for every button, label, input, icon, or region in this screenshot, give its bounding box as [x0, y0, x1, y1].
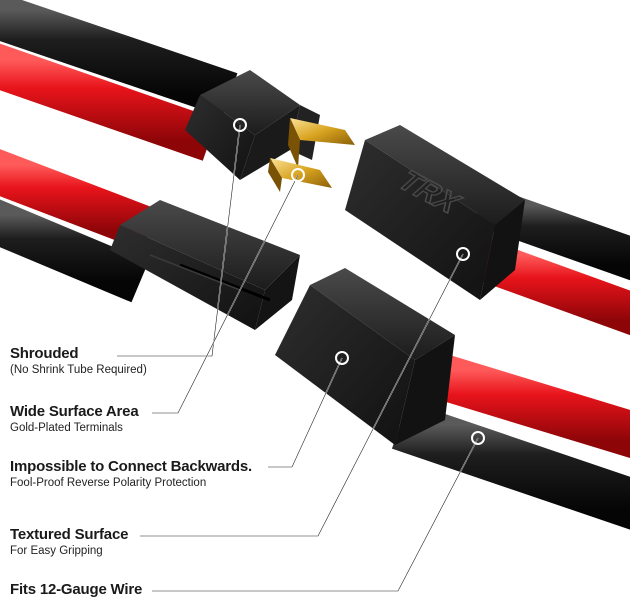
callout-title: Textured Surface — [10, 526, 129, 543]
wire-black-top-left — [0, 0, 238, 117]
callout-wide-surface: Wide Surface Area Gold-Plated Terminals — [10, 403, 139, 434]
leader-textured-outline — [140, 253, 464, 537]
wire-red-mid-left — [0, 149, 158, 251]
callout-lines — [117, 124, 479, 592]
callout-subtitle: For Easy Gripping — [10, 545, 103, 557]
marker-textured — [456, 247, 470, 261]
marker-wire — [471, 431, 485, 445]
callout-markers — [233, 118, 485, 445]
callout-shrouded: Shrouded (No Shrink Tube Required) — [10, 345, 147, 376]
marker-shrouded — [233, 118, 247, 132]
wire-red-bottom-right — [413, 347, 630, 458]
callout-title: Impossible to Connect Backwards. — [10, 458, 252, 475]
gold-terminal-lower — [270, 158, 332, 188]
marker-backwards — [335, 351, 349, 365]
callout-subtitle: Fool-Proof Reverse Polarity Protection — [10, 477, 207, 489]
callout-title: Fits 12-Gauge Wire — [10, 581, 143, 598]
callout-subtitle: Gold-Plated Terminals — [10, 422, 123, 434]
female-connector-left — [110, 200, 300, 330]
callout-subtitle: (No Shrink Tube Required) — [10, 364, 147, 376]
leader-gold-outline — [152, 174, 299, 414]
leader-backwards-outline — [268, 357, 343, 468]
callout-title: Wide Surface Area — [10, 403, 139, 420]
leader-shrouded-outline — [117, 124, 241, 357]
callout-backwards: Impossible to Connect Backwards. Fool-Pr… — [10, 458, 252, 489]
marker-gold — [291, 168, 305, 182]
male-connector-bottom — [275, 268, 455, 445]
gold-terminal-upper — [290, 118, 355, 145]
wire-black-bottom-right — [391, 401, 630, 530]
female-connector-right: TRX — [345, 125, 525, 300]
leader-wire-outline — [152, 437, 479, 592]
wire-black-mid-left — [0, 199, 149, 303]
callout-title: Shrouded — [10, 345, 79, 362]
callout-12-gauge: Fits 12-Gauge Wire — [10, 581, 142, 598]
male-connector-top — [185, 70, 355, 192]
callout-textured: Textured Surface For Easy Gripping — [10, 526, 128, 557]
wire-red-top-left — [0, 43, 218, 161]
